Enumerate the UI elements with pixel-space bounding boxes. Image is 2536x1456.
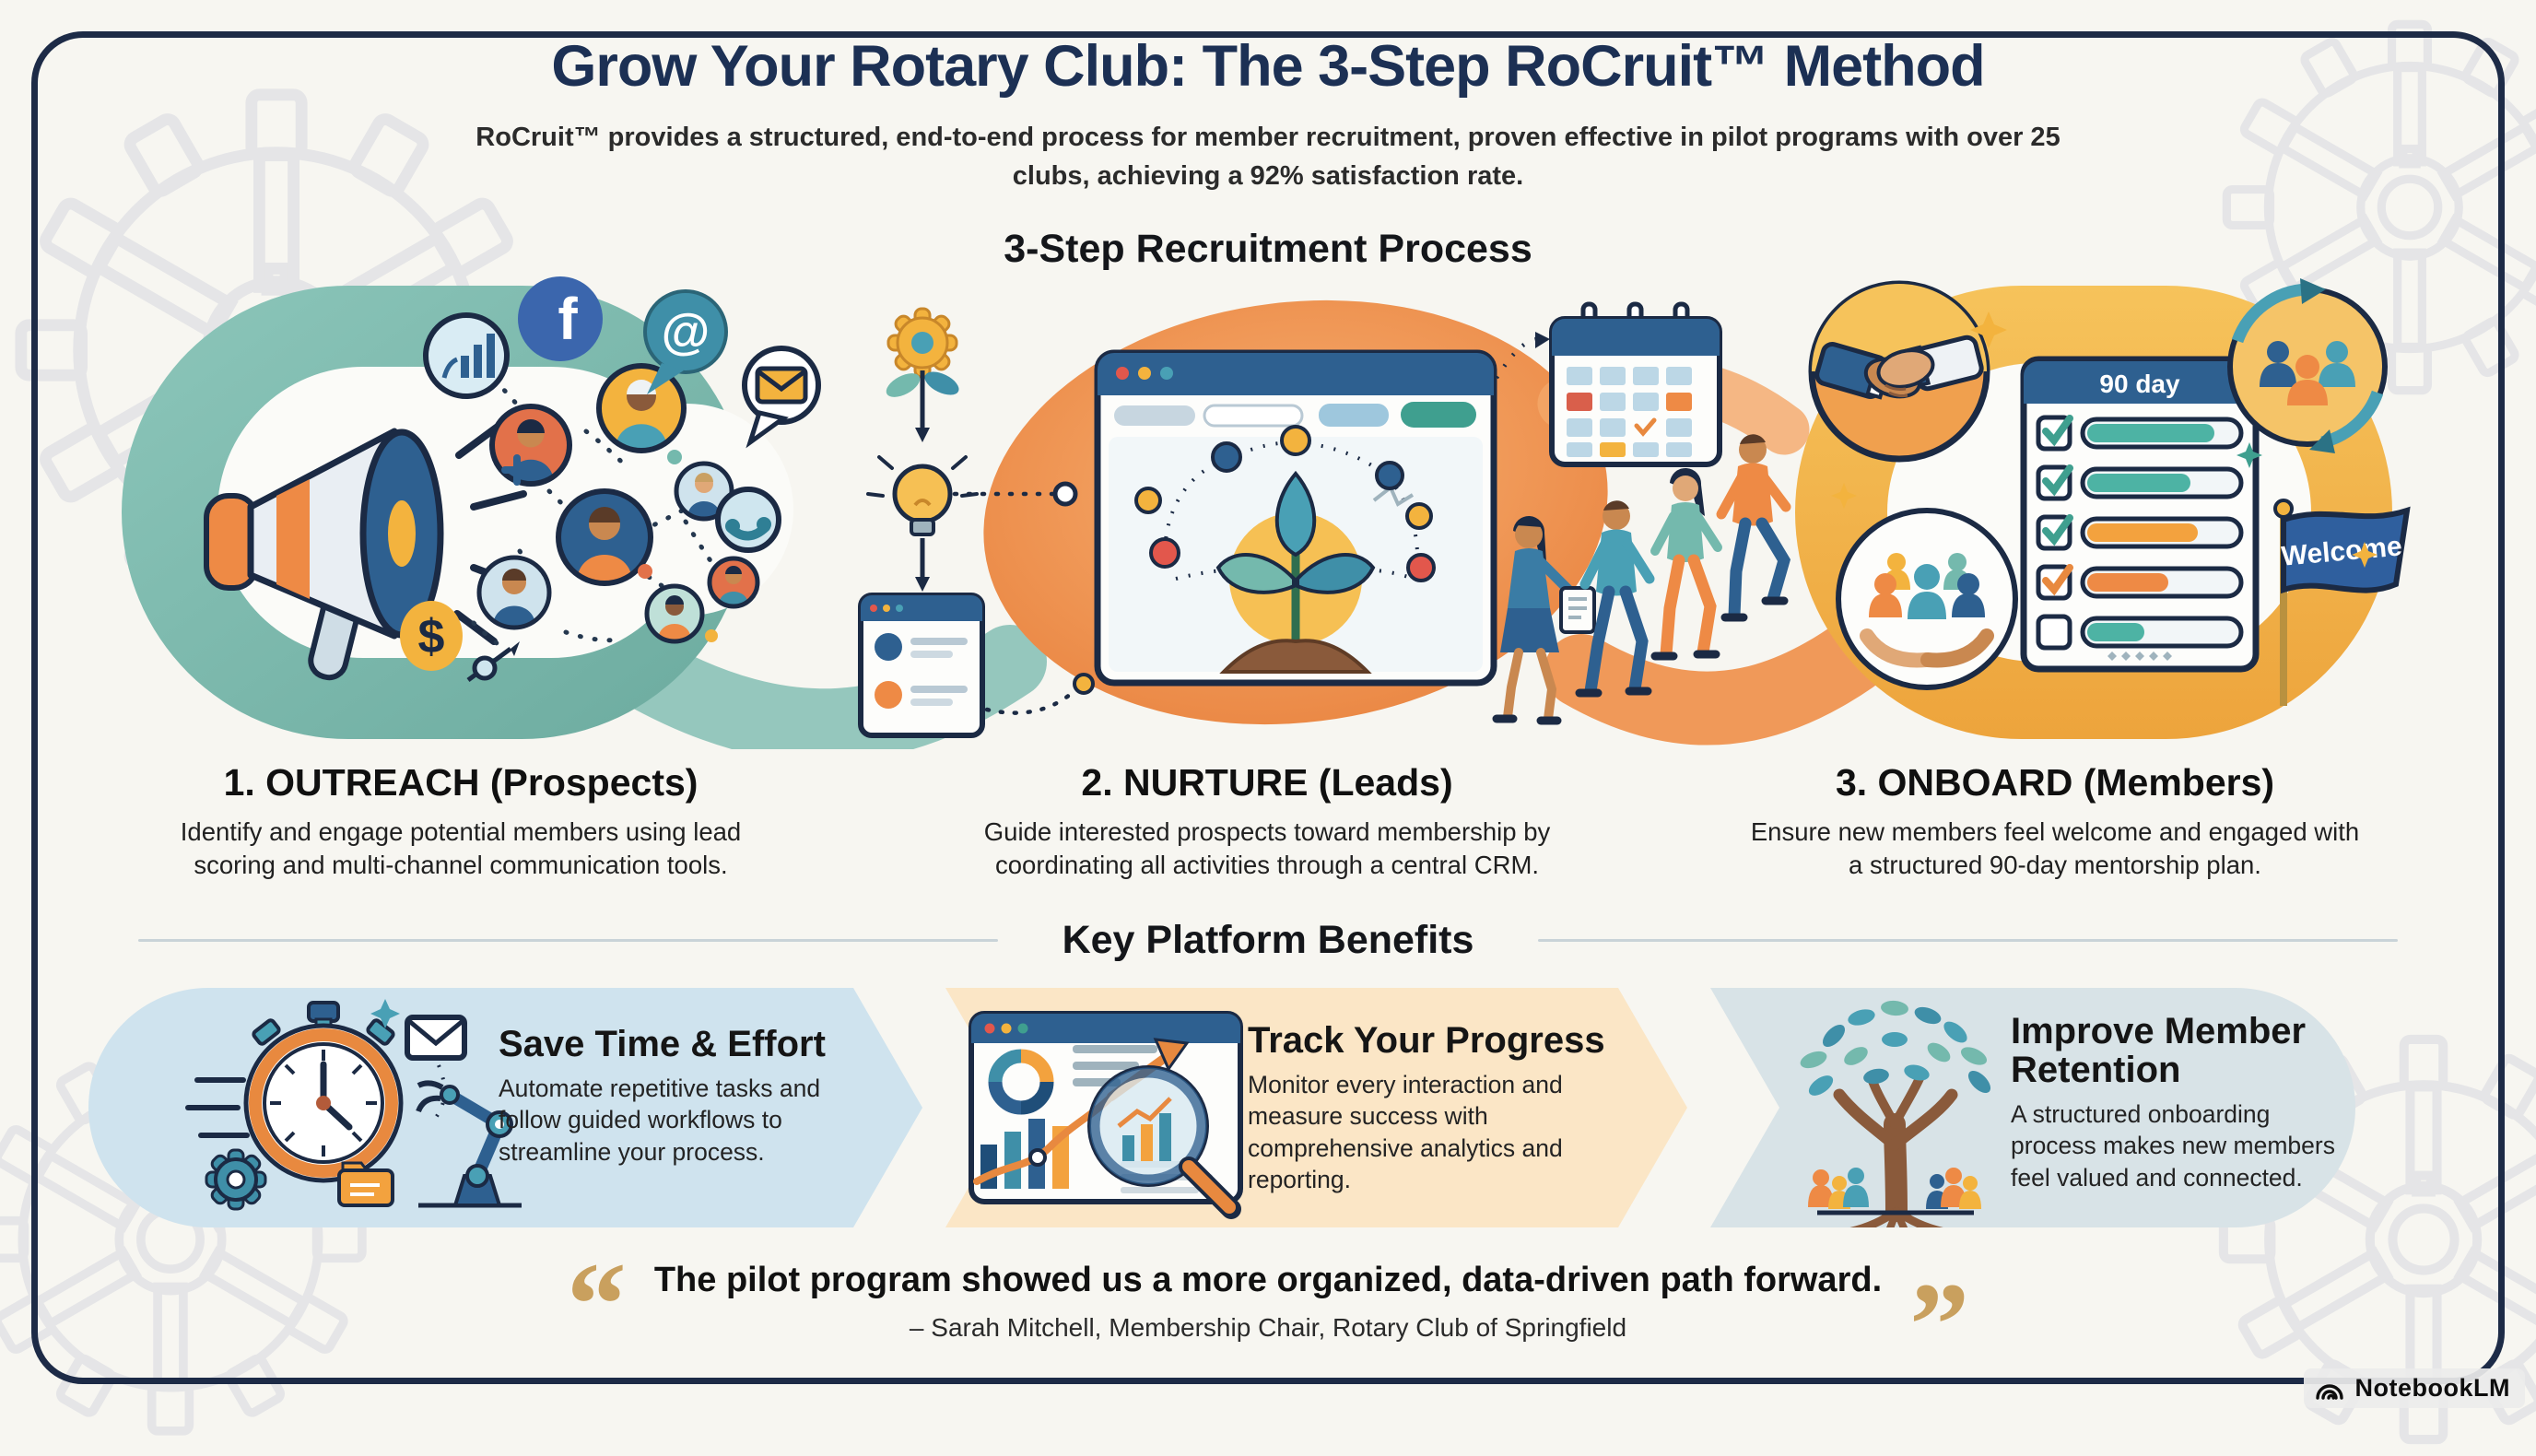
tree-leaves [1800, 1000, 1991, 1096]
step3-description: Ensure new members feel welcome and enga… [1750, 817, 2360, 880]
walking-people [1492, 434, 1791, 725]
growth-tree-icon [1800, 1000, 1991, 1227]
crm-network-nodes [1134, 425, 1436, 582]
nurture-illustration [858, 299, 1810, 738]
track-progress-illustration [969, 1011, 1243, 1219]
benefit-1-description: Automate repetitive tasks and follow gui… [499, 1074, 821, 1166]
sparkle-icon [370, 999, 400, 1028]
notebooklm-label: NotebookLM [2354, 1374, 2510, 1402]
magnifier-icon [1087, 1065, 1241, 1219]
contact-card-icon [858, 593, 985, 738]
facebook-icon: f [518, 276, 603, 361]
quote-attribution: – Sarah Mitchell, Membership Chair, Rota… [909, 1313, 1627, 1342]
quote-text: The pilot program showed us a more organ… [653, 1261, 1883, 1299]
email-envelope-icon [405, 1015, 467, 1061]
crm-browser-icon [1094, 349, 1497, 687]
svg-text:$: $ [418, 610, 445, 663]
sparkles [1831, 311, 2378, 568]
benefits-band: Save Time & Effort Automate repetitive t… [88, 988, 2448, 1227]
step1-title: 1. OUTREACH (Prospects) [223, 761, 699, 804]
community-hands-icon [1836, 508, 2018, 690]
page-subtitle: RoCruit™ provides a structured, end-to-e… [476, 123, 2060, 192]
benefits-heading-row: Key Platform Benefits [138, 918, 2398, 963]
walking-person-2 [1575, 500, 1655, 698]
walking-person-clipboard [1492, 516, 1596, 725]
folder-icon [337, 1161, 394, 1207]
email-icon [742, 346, 821, 449]
welcome-flag-icon: Welcome [2273, 499, 2411, 706]
donut-chart-icon [988, 1049, 1054, 1115]
notebooklm-watermark: NotebookLM [2303, 1368, 2525, 1408]
step2-title: 2. NURTURE (Leads) [1081, 761, 1453, 804]
gear-sprout-icon [886, 307, 959, 442]
process-illustration-band: f @ $ [88, 275, 2448, 763]
benefit-3: Improve Member Retention A structured on… [2011, 1012, 2361, 1193]
step1-caption: 1. OUTREACH (Prospects) Identify and eng… [111, 761, 811, 883]
growing-plant-icon [1215, 470, 1376, 674]
gear-icon [205, 1148, 267, 1211]
phone-icon [715, 487, 781, 553]
handshake-icon [1808, 280, 1990, 463]
member-groups [1808, 1168, 1981, 1209]
benefits-section-heading: Key Platform Benefits [1062, 918, 1474, 962]
divider-line [1538, 939, 2398, 942]
benefit-1: Save Time & Effort Automate repetitive t… [499, 1025, 867, 1168]
retention-tree-illustration [1800, 1000, 1991, 1227]
svg-text:@: @ [662, 304, 710, 359]
close-quote-icon: ” [1909, 1259, 1970, 1391]
benefit-1-title: Save Time & Effort [499, 1024, 826, 1064]
process-section-heading: 3-Step Recruitment Process [1004, 227, 1532, 271]
step3-caption: 3. ONBOARD (Members) Ensure new members … [1705, 761, 2405, 883]
onboard-illustration: 90 day [1795, 278, 2411, 739]
benefit-panel-3-shape [1710, 988, 2355, 1227]
step2-description: Guide interested prospects toward member… [983, 817, 1551, 880]
checklist-header-label: 90 day [2099, 370, 2180, 398]
benefit-3-description: A structured onboarding process makes ne… [2011, 1100, 2335, 1192]
benefit-2-title: Track Your Progress [1248, 1020, 1605, 1061]
step2-caption: 2. NURTURE (Leads) Guide interested pros… [917, 761, 1617, 883]
robot-arm-icon [416, 1080, 522, 1208]
benefit-2-description: Monitor every interaction and measure su… [1248, 1071, 1563, 1194]
open-quote-icon: “ [566, 1239, 627, 1371]
lightbulb-icon [866, 455, 979, 592]
svg-text:f: f [558, 286, 578, 352]
dollar-icon: $ [400, 601, 463, 671]
mentorship-checklist-icon: 90 day [2020, 356, 2260, 673]
benefit-2: Track Your Progress Monitor every intera… [1248, 1021, 1616, 1196]
divider-line [138, 939, 998, 942]
bar-chart-icon [423, 312, 510, 399]
benefit-3-title: Improve Member Retention [2011, 1011, 2307, 1090]
step3-title: 3. ONBOARD (Members) [1835, 761, 2275, 804]
at-mention-icon: @ [643, 289, 728, 394]
walking-person-3 [1650, 467, 1722, 661]
walking-person-4 [1716, 434, 1791, 622]
slider-icon [466, 641, 520, 683]
stopwatch-icon [243, 1001, 404, 1183]
notebooklm-logo-icon [2315, 1383, 2343, 1400]
page-title: Grow Your Rotary Club: The 3-Step RoCrui… [551, 34, 1985, 99]
testimonial-quote: “ The pilot program showed us a more org… [0, 1239, 2536, 1391]
step1-description: Identify and engage potential members us… [180, 817, 742, 880]
calendar-icon [1549, 301, 1722, 467]
